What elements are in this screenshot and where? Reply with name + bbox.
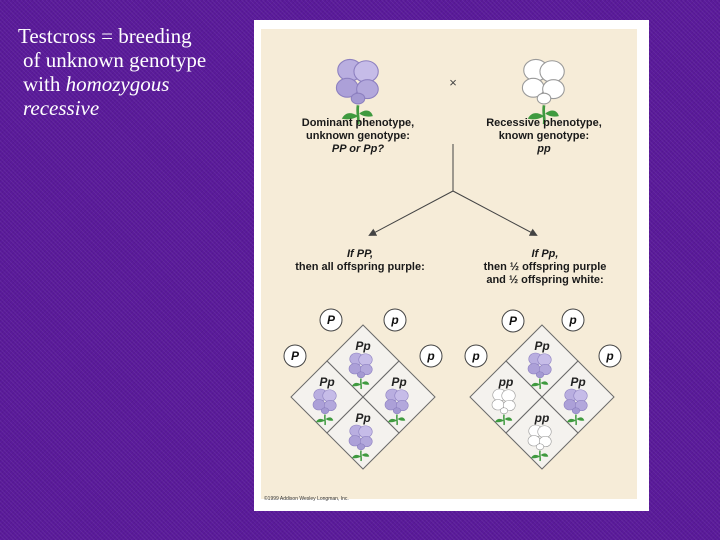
right-gamete-top-right: p bbox=[568, 313, 576, 327]
left-cell-left-genotype: Pp bbox=[319, 375, 334, 389]
left-gamete-right-circle bbox=[419, 344, 443, 368]
white-parent-flower bbox=[521, 58, 566, 126]
left-gamete-left: P bbox=[291, 349, 300, 363]
left-gamete-left-circle bbox=[283, 344, 307, 368]
slide-line-4: recessive bbox=[18, 96, 206, 120]
purple-parent-flower bbox=[335, 58, 380, 126]
left-outcome-label-2: then all offspring purple: bbox=[295, 261, 425, 273]
right-outcome-label-3: and ½ offspring white: bbox=[486, 274, 603, 286]
right-cell-right-genotype: Pp bbox=[570, 375, 585, 389]
right-gamete-left: p bbox=[471, 349, 479, 363]
right-parent-label-1: Recessive phenotype, bbox=[486, 117, 602, 129]
right-cell-top-genotype: Pp bbox=[534, 339, 549, 353]
left-gamete-right: p bbox=[426, 349, 434, 363]
right-cell-bottom-genotype: pp bbox=[534, 411, 550, 425]
left-outcome-label-1: If PP, bbox=[347, 248, 373, 260]
slide-text: Testcross = breeding of unknown genotype… bbox=[18, 24, 206, 120]
right-gamete-top-left: P bbox=[509, 314, 518, 328]
figure-panel: × Dominant phenotype, unknown genotype: … bbox=[261, 29, 637, 499]
right-parent-label-2: known genotype: bbox=[499, 130, 589, 142]
right-punnett-square: Pp pp Pp pp P p p p bbox=[464, 308, 622, 470]
left-cell-top-genotype: Pp bbox=[355, 339, 370, 353]
right-gamete-right-circle bbox=[598, 344, 622, 368]
right-outcome-label-1: If Pp, bbox=[532, 248, 559, 260]
left-cell-bottom-genotype: Pp bbox=[355, 411, 370, 425]
slide-line-3-emphasis: homozygous bbox=[65, 72, 170, 96]
left-arrow bbox=[368, 190, 454, 236]
right-gamete-top-left-circle bbox=[501, 309, 525, 333]
left-parent-label-2: unknown genotype: bbox=[306, 130, 410, 142]
right-arrow bbox=[452, 190, 538, 236]
testcross-diagram: × Dominant phenotype, unknown genotype: … bbox=[283, 58, 622, 470]
left-gamete-top-left: P bbox=[327, 313, 336, 327]
slide-line-4-emphasis: recessive bbox=[23, 96, 100, 120]
right-parent-label-3: pp bbox=[536, 143, 551, 155]
left-gamete-top-right-circle bbox=[383, 308, 407, 332]
right-cell-left-genotype: pp bbox=[498, 375, 514, 389]
right-gamete-left-circle bbox=[464, 344, 488, 368]
right-gamete-right: p bbox=[605, 349, 613, 363]
slide-line-3: with homozygous bbox=[18, 72, 206, 96]
left-cell-right-genotype: Pp bbox=[391, 375, 406, 389]
figure-frame: × Dominant phenotype, unknown genotype: … bbox=[254, 20, 649, 511]
right-outcome-label-2: then ½ offspring purple bbox=[484, 261, 607, 273]
cross-symbol: × bbox=[449, 75, 457, 90]
slide-line-3-prefix: with bbox=[23, 72, 66, 96]
right-gamete-top-right-circle bbox=[561, 308, 585, 332]
slide-line-1: Testcross = breeding bbox=[18, 24, 192, 48]
left-gamete-top-right: p bbox=[390, 313, 398, 327]
left-gamete-top-left-circle bbox=[319, 308, 343, 332]
left-parent-label-1: Dominant phenotype, bbox=[302, 117, 414, 129]
slide-line-2: of unknown genotype bbox=[23, 48, 207, 72]
left-punnett-square: Pp Pp Pp Pp P p P p bbox=[283, 308, 443, 470]
left-parent-label-3: PP or Pp? bbox=[332, 143, 384, 155]
